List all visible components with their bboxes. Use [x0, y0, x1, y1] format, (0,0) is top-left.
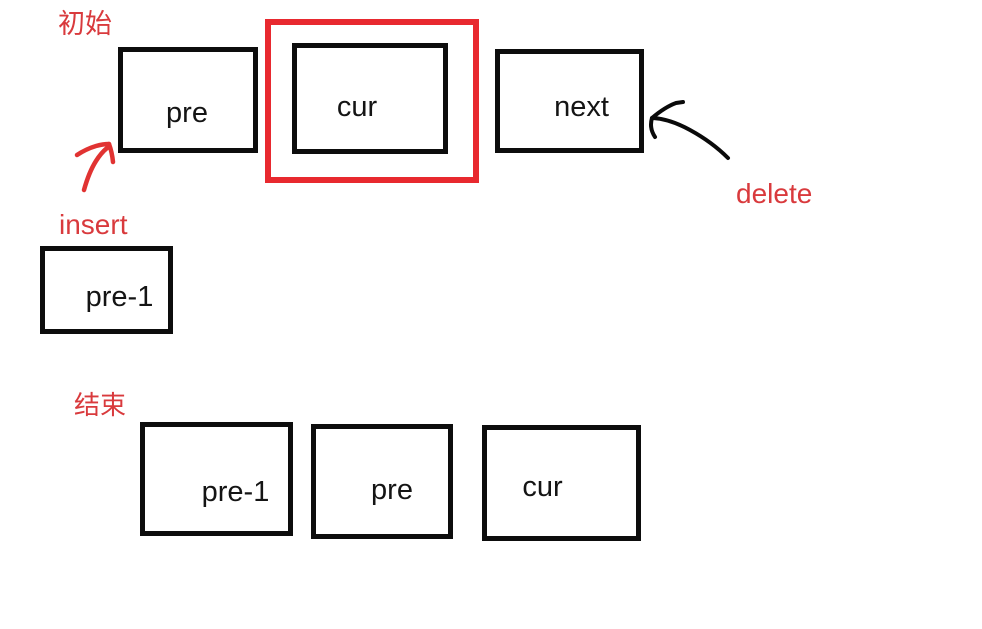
node-box-inserted-pre1: pre-1	[40, 246, 173, 334]
node-label-next: next	[554, 90, 609, 123]
end-node-box-pre: pre	[311, 424, 453, 539]
delete-arrow-icon	[649, 100, 730, 160]
end-node-box-cur: cur	[482, 425, 641, 541]
end-node-label-pre: pre	[371, 474, 413, 506]
end-node-label-pre1: pre-1	[201, 475, 270, 508]
cur-highlight-outline	[265, 19, 479, 183]
initial-row-title: 初始	[58, 9, 112, 39]
end-row-title: 结束	[74, 390, 127, 420]
insert-arrow-icon	[74, 141, 116, 193]
node-box-next: next	[495, 49, 644, 153]
delete-label: delete	[736, 178, 813, 209]
insert-label: insert	[59, 209, 128, 240]
end-node-box-pre1: pre-1	[140, 422, 293, 536]
end-node-label-cur: cur	[522, 470, 563, 503]
node-label-inserted-pre1: pre-1	[85, 280, 154, 313]
node-box-pre: pre	[118, 47, 258, 153]
node-label-cur: cur	[336, 91, 378, 123]
node-box-cur: cur	[292, 43, 448, 154]
node-label-pre: pre	[166, 96, 208, 129]
